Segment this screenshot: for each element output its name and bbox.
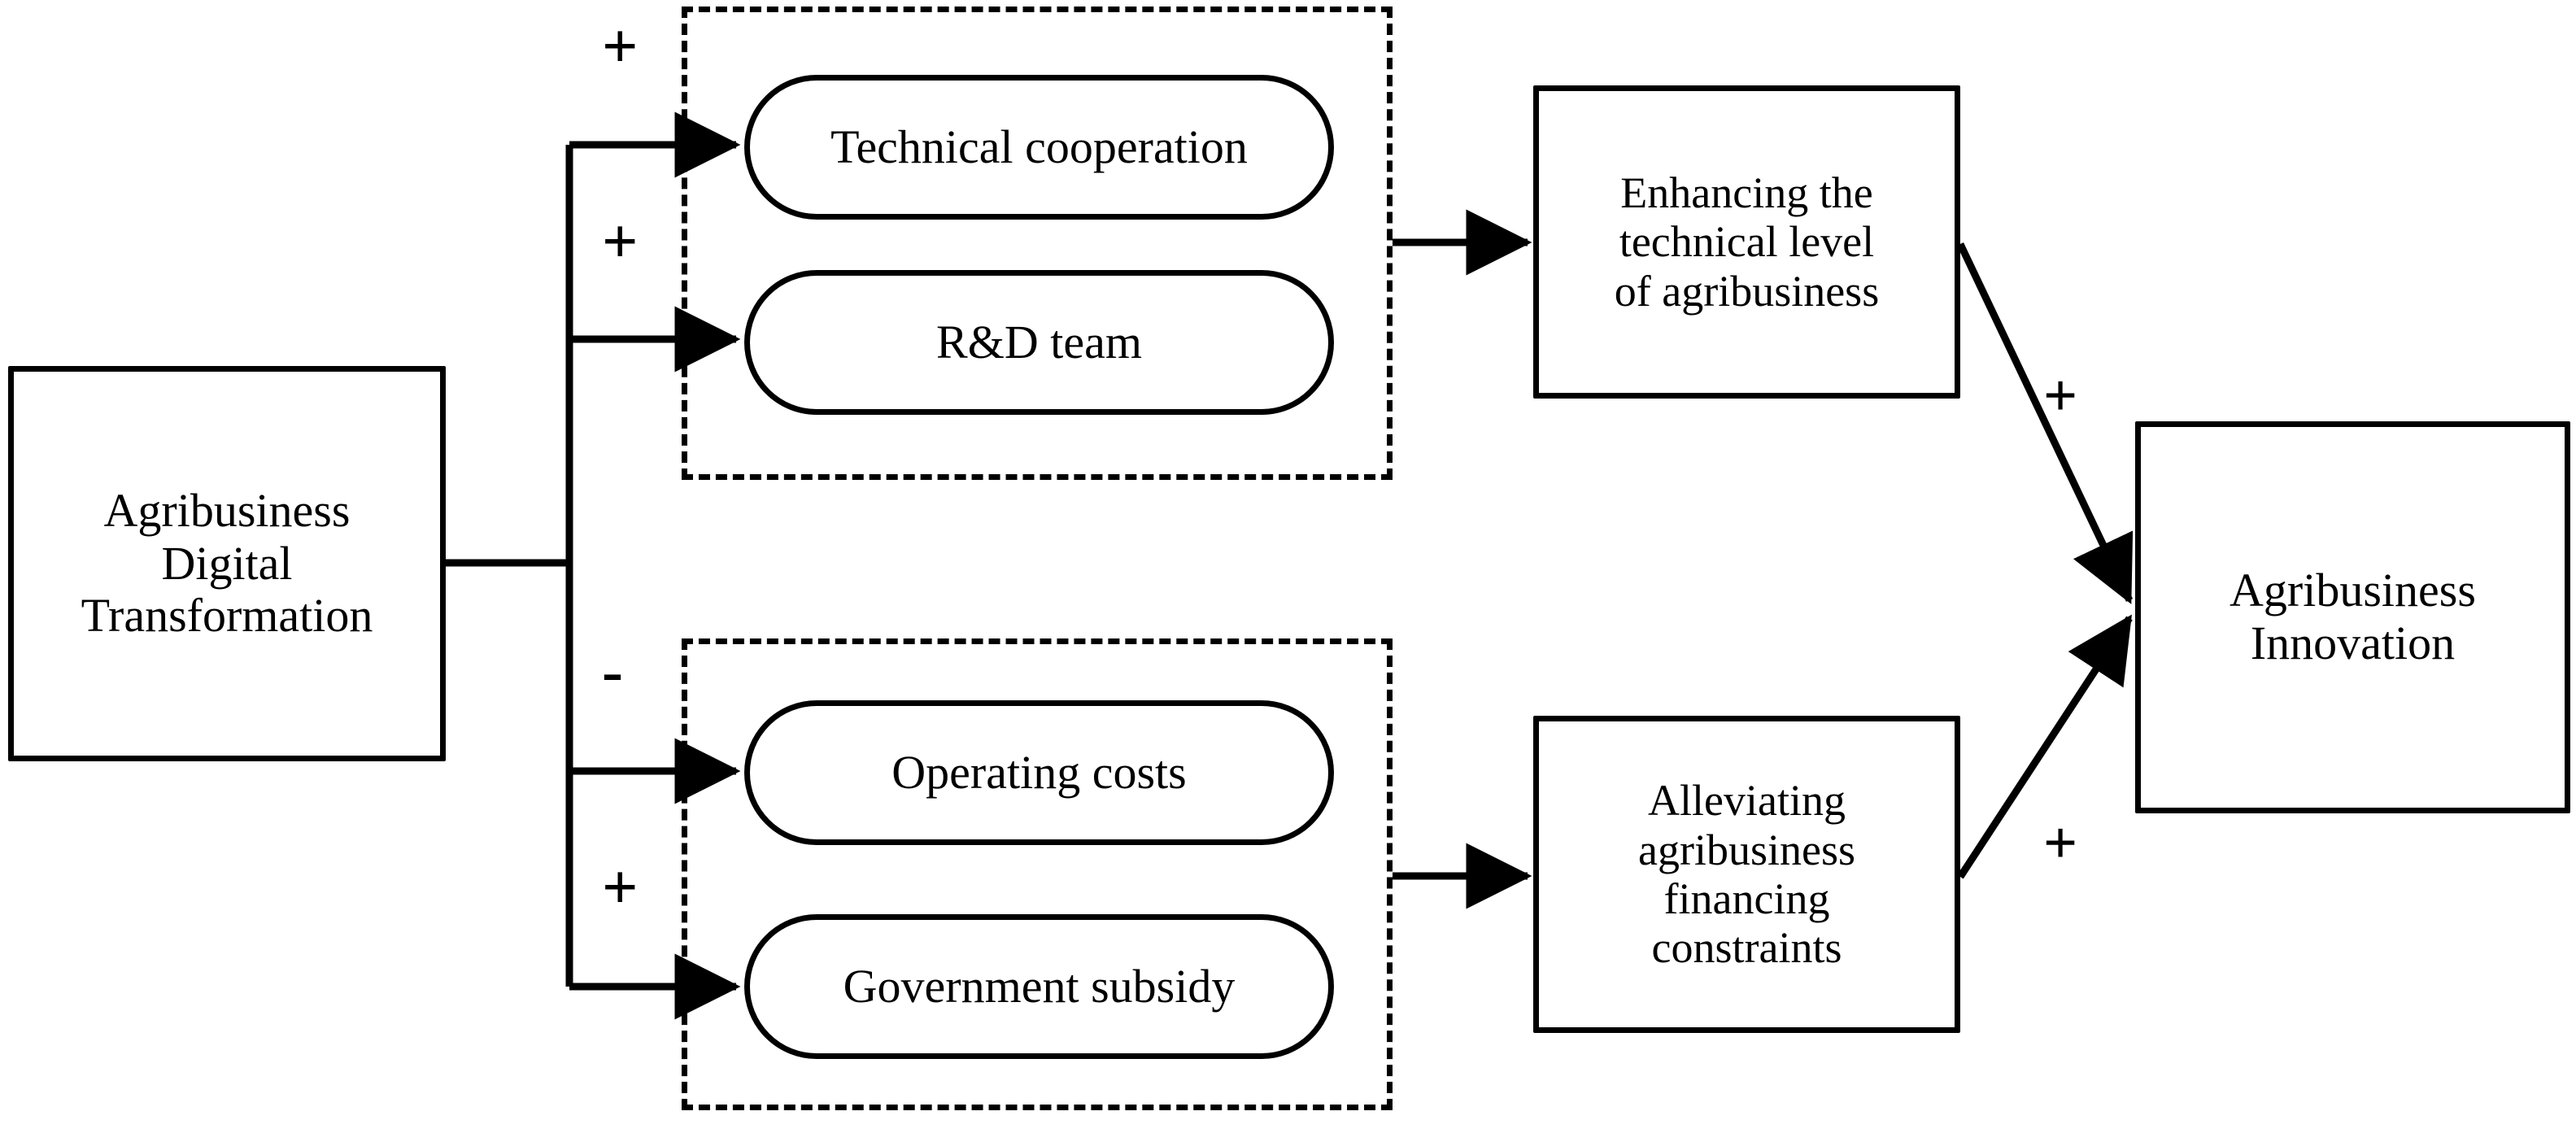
edge-financial-outcome-to-innovation (1957, 614, 2133, 879)
node-agribusiness-innovation[interactable]: Agribusiness Innovation (2135, 421, 2570, 813)
sign-to-technical-cooperation: + (602, 11, 639, 81)
sign-to-rd-team: + (602, 206, 639, 277)
node-label-operating-costs: Operating costs (891, 745, 1187, 799)
node-label-agribusiness-innovation: Agribusiness Innovation (2229, 564, 2476, 669)
node-alleviating-financing-constraints[interactable]: Alleviating agribusiness financing const… (1533, 716, 1960, 1033)
group-financial-mediators (682, 638, 1393, 1110)
node-label-enhancing-technical-level: Enhancing the technical level of agribus… (1614, 168, 1880, 316)
node-agribusiness-digital-transformation[interactable]: Agribusiness Digital Transformation (8, 366, 446, 761)
node-label-technical-cooperation: Technical cooperation (830, 120, 1248, 173)
group-technical-mediators (682, 7, 1393, 480)
node-label-alleviating-financing-constraints: Alleviating agribusiness financing const… (1638, 776, 1855, 973)
sign-to-operating-costs: - (602, 635, 623, 706)
node-label-rd-team: R&D team (936, 315, 1142, 368)
sign-financial-to-innovation: + (2043, 810, 2078, 877)
node-operating-costs[interactable]: Operating costs (744, 700, 1334, 845)
node-rd-team[interactable]: R&D team (744, 270, 1334, 415)
node-label-government-subsidy: Government subsidy (843, 959, 1236, 1013)
sign-to-government-subsidy: + (602, 852, 639, 922)
node-enhancing-technical-level[interactable]: Enhancing the technical level of agribus… (1533, 85, 1960, 399)
node-label-source: Agribusiness Digital Transformation (81, 483, 373, 643)
edge-technical-outcome-to-innovation (1956, 242, 2134, 604)
node-government-subsidy[interactable]: Government subsidy (744, 914, 1334, 1059)
node-technical-cooperation[interactable]: Technical cooperation (744, 75, 1334, 220)
sign-technical-to-innovation: + (2043, 363, 2078, 429)
